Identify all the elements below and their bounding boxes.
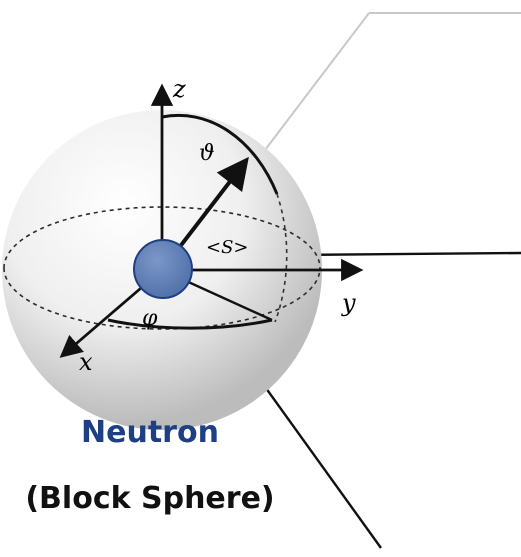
x-label: x [79, 348, 93, 376]
spin-pointer-line [292, 251, 521, 257]
caption-neutron: Neutron [81, 415, 219, 450]
neutron-marker [133, 239, 193, 299]
caption-block-sphere: (Block Sphere) [25, 481, 275, 516]
phi-arc [107, 318, 273, 330]
phi-label: φ [142, 306, 158, 331]
equator-back [3, 206, 321, 269]
callout-line-diagonal [264, 12, 370, 151]
y-label: y [341, 289, 356, 317]
theta-label: ϑ [199, 141, 215, 166]
meridian-dashed [274, 193, 288, 323]
theta-arc [161, 113, 279, 195]
equator-front [3, 267, 321, 330]
z-label: z [172, 75, 186, 103]
spin-label: <S> [206, 237, 249, 258]
